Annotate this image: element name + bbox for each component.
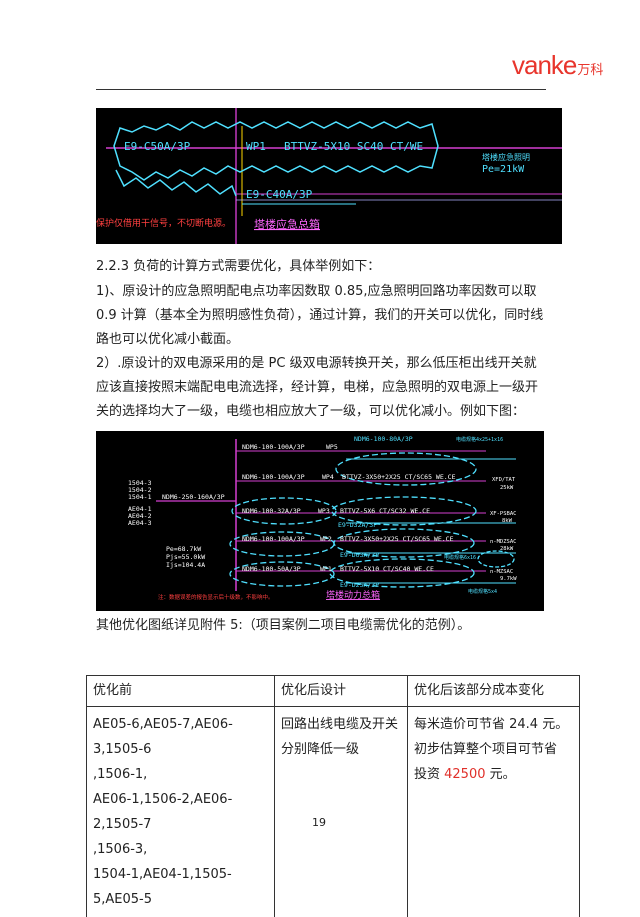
table-header-cell: 优化后设计 [275,676,408,707]
before-cell: AE05-6,AE05-7,AE06-3,1505-6 ,1506-1, AE0… [87,707,275,917]
cost-line: 初步估算整个项目可节省 [414,737,573,762]
cad2-r1c: 电缆规格4x25+1x16 [456,436,503,443]
before-line: AE05-6,AE05-7,AE06-3,1505-6 [93,712,268,762]
cad2-r4c: 电缆规格6x16 [444,554,476,561]
before-line: ,1506-1, [93,762,268,787]
cad2-ijs: Ijs=104.4A [166,561,205,569]
before-line: AE06-1,1506-2,AE06-2,1505-7 [93,787,268,837]
optimization-table: 优化前 优化后设计 优化后该部分成本变化 AE05-6,AE05-7,AE06-… [86,675,580,917]
cad2-note: 注：数据误差的报告显示后十级数，不影响中。 [158,593,274,601]
cost-prefix: 投资 [414,767,444,782]
cad1-left-note: 保护仅借用干信号，不切断电源。 [96,217,231,229]
cost-cell: 每米造价可节省 24.4 元。 初步估算整个项目可节省 投资 42500 元。 [408,707,580,917]
cost-value: 42500 [444,767,485,782]
cad2-r3b: E9-D32A/3P [338,521,377,529]
table-header-row: 优化前 优化后设计 优化后该部分成本变化 [87,676,580,707]
before-line: ,1506-3, [93,837,268,862]
table-header-cell: 优化前 [87,676,275,707]
cad2-r4b: E9-D63A/3P [340,551,379,559]
cad1-cable: BTTVZ-5X10 SC40 CT/WE [284,140,423,153]
cad-figure-2: NDM6-100-100A/3P WP5 NDM6-100-100A/3P WP… [96,431,544,611]
cad1-breaker-bottom: E9-C40A/3P [246,188,313,201]
cad2-r5cable: BTTVZ-5X10 CT/SC40 WE.CE [340,565,434,573]
cad2-r2kw: 25kW [500,485,514,491]
cad-figure-1: E9-C50A/3P WP1 BTTVZ-5X10 SC40 CT/WE E9-… [96,108,562,244]
section-heading: 2.2.3 负荷的计算方式需要优化，具体举例如下： [96,255,380,274]
brand-cn: 万科 [577,62,603,77]
cad1-right-title: 塔楼应急照明 [482,152,530,162]
cad2-r2cable: BTTVZ-3X50+2X25 CT/SC65 WE.CE [342,473,456,481]
cad2-r4: NDM6-100-100A/3P [242,535,305,543]
cad1-right-load: Pe=21kW [482,164,525,175]
after-line: 回路出线电缆及开关 [281,712,401,737]
cad2-box-title: 塔楼动力总箱 [326,589,380,601]
cad2-r3: NDM6-100-32A/3P [242,507,301,515]
cad2-r5kw: 9.7kW [500,576,517,582]
cost-line: 每米造价可节省 24.4 元。 [414,712,573,737]
cad2-r1b: NDM6-100-80A/3P [354,435,413,443]
cad1-box-title: 塔楼应急总箱 [254,217,320,231]
table-header-cell: 优化后该部分成本变化 [408,676,580,707]
cad2-left3: 1504-1 [128,493,152,501]
cad2-r5: NDM6-100-50A/3P [242,565,301,573]
cad2-main: NDM6-250-160A/3P [162,493,225,501]
cad2-r3cable: BTTVZ-5X6 CT/SC32 WE.CE [340,507,430,515]
cad1-breaker-top: E9-C50A/3P [124,140,191,153]
cost-line: 投资 42500 元。 [414,762,573,787]
cad2-r3kw: 8kW [502,518,513,524]
cad2-r3load: XF-PSBAC [490,511,517,517]
cost-suffix: 元。 [486,767,516,782]
cad2-r5wp: WP1 [320,565,332,573]
cad2-r2wp: WP4 [322,473,334,481]
header-rule [96,89,546,90]
brand-latin: vanke [512,50,576,80]
cad2-pjs: Pjs=55.0kW [166,553,205,561]
cad1-wp: WP1 [246,140,266,153]
cad2-left6: AE04-3 [128,519,152,527]
cad2-r1: NDM6-100-100A/3P [242,443,305,451]
cad2-r1wp: WP5 [326,443,338,451]
figure-caption: 其他优化图纸详见附件 5:（项目案例二项目电缆需优化的范例）。 [96,614,548,638]
cad2-r5b: E9-D25A/3P [340,581,379,589]
cad2-r2load: XFD/TAT [492,477,516,483]
cad2-pe: Pe=68.7kW [166,545,201,553]
after-cell: 回路出线电缆及开关 分别降低一级 [275,707,408,917]
after-line: 分别降低一级 [281,737,401,762]
cad2-r2: NDM6-100-100A/3P [242,473,305,481]
cad2-r3wp: WP3 [318,507,330,515]
table-row: AE05-6,AE05-7,AE06-3,1505-6 ,1506-1, AE0… [87,707,580,917]
cad2-r4load: n-MDZSAC [490,539,517,545]
page-number: 19 [312,816,326,829]
cad2-r5c: 电缆规格5x4 [468,588,497,595]
cad2-r4kw: 28kW [500,546,514,552]
paragraph-2: 2）.原设计的双电源采用的是 PC 级双电源转换开关，那么低压柜出线开关就应该直… [96,352,548,424]
cad2-r5load: n-MZSAC [490,569,513,575]
cad2-r4cable: BTTVZ-3X50+2X25 CT/SC65 WE.CE [340,535,454,543]
paragraph-1: 1)、原设计的应急照明配电点功率因数取 0.85,应急照明回路功率因数可以取 0… [96,280,548,352]
cad2-r4wp: WP2 [320,535,332,543]
vanke-logo: vanke万科 [512,50,603,81]
